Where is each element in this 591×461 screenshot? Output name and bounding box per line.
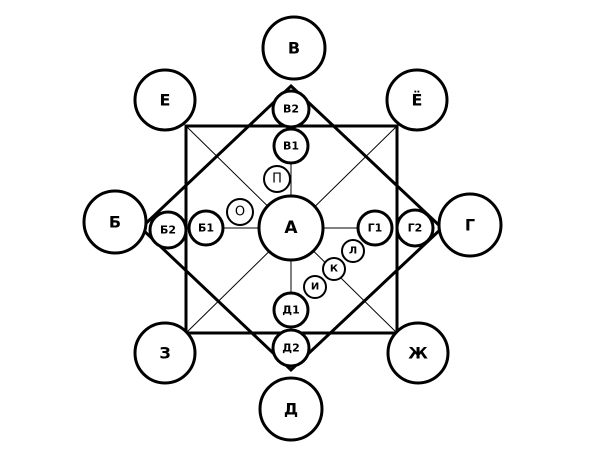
svg-text:Б2: Б2 [160, 224, 176, 237]
node-v2: В2 [271, 89, 311, 129]
node-v1: В1 [272, 127, 310, 165]
node-a: А [257, 194, 325, 262]
svg-text:Е: Е [160, 91, 171, 110]
svg-text:Г: Г [465, 216, 475, 235]
svg-text:И: И [311, 282, 319, 293]
node-d: Д [258, 376, 324, 442]
svg-text:В1: В1 [283, 140, 299, 153]
svg-text:В2: В2 [283, 103, 299, 116]
node-p: П [263, 165, 291, 193]
node-i: И [303, 275, 327, 299]
node-d2: Д2 [271, 328, 311, 368]
node-yo: Ё [385, 68, 449, 132]
node-z: З [133, 321, 197, 385]
node-k: К [322, 257, 346, 281]
svg-text:Г1: Г1 [368, 222, 383, 235]
node-g: Г [437, 192, 503, 258]
svg-text:Д2: Д2 [282, 342, 299, 355]
svg-text:Ж: Ж [408, 344, 428, 363]
node-zh: Ж [386, 321, 450, 385]
svg-text:З: З [159, 344, 170, 363]
node-o: О [226, 198, 254, 226]
svg-text:О: О [235, 205, 245, 220]
svg-text:Б1: Б1 [198, 222, 214, 235]
node-b1: Б1 [187, 209, 225, 247]
node-l: Л [341, 239, 365, 263]
node-e: Е [133, 68, 197, 132]
svg-text:Б: Б [109, 213, 121, 232]
node-g2: Г2 [395, 208, 435, 248]
node-v: В [261, 15, 327, 81]
svg-text:Д1: Д1 [282, 304, 299, 317]
svg-text:А: А [284, 218, 298, 238]
rotated-square [138, 83, 445, 373]
svg-text:Ё: Ё [412, 91, 423, 110]
svg-text:П: П [272, 172, 282, 187]
svg-text:К: К [330, 264, 339, 275]
svg-text:Л: Л [349, 246, 357, 257]
node-b: Б [82, 189, 148, 255]
node-b2: Б2 [148, 210, 188, 250]
svg-text:Г2: Г2 [408, 222, 423, 235]
node-d1: Д1 [272, 291, 310, 329]
svg-text:В: В [288, 39, 300, 58]
svg-text:Д: Д [284, 400, 298, 419]
node-g1: Г1 [356, 209, 394, 247]
